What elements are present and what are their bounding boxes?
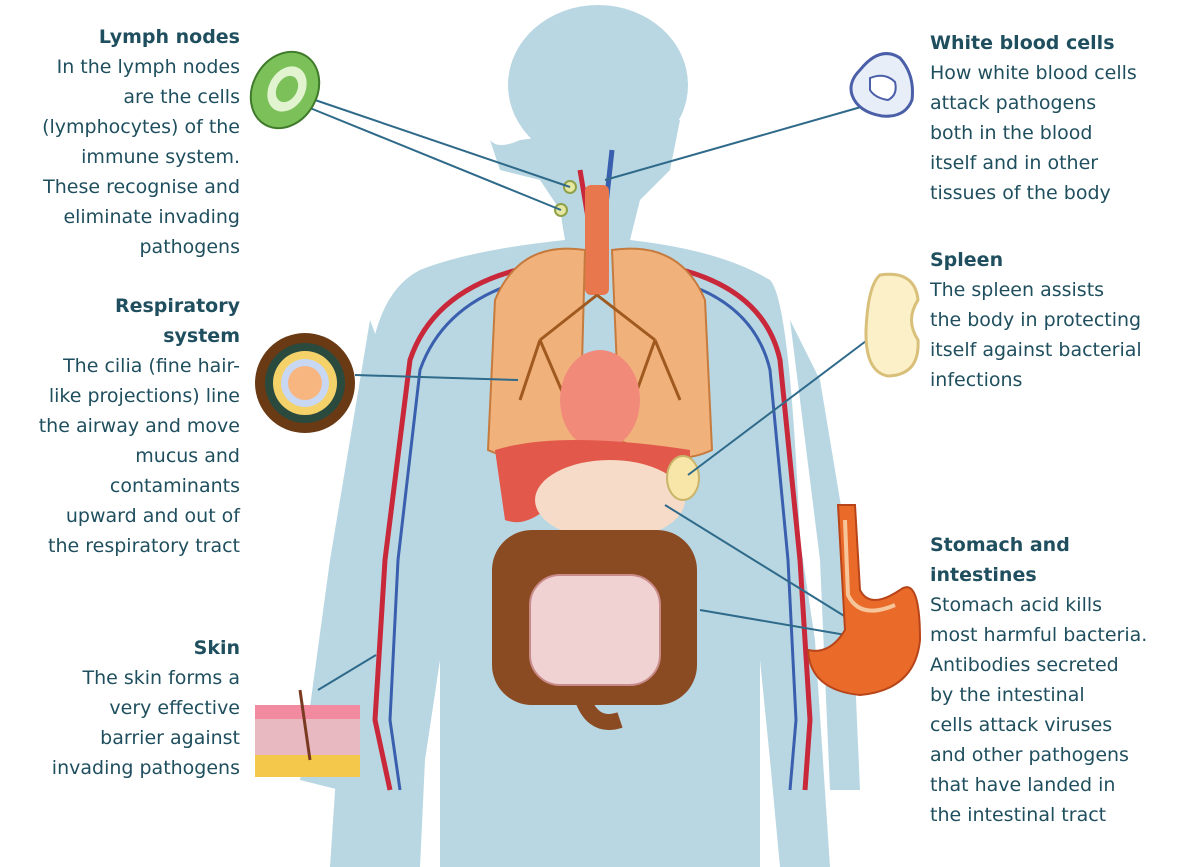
lymph-node-cell-icon: [237, 39, 332, 140]
stomach-intestines-title: Stomach and intestines: [930, 530, 1180, 590]
skin-description: The skin forms a very effective barrier …: [0, 663, 240, 783]
white-blood-cell-icon: [851, 54, 913, 117]
spleen-organ: [667, 456, 699, 500]
respiratory-system-title: Respiratory system: [0, 291, 240, 351]
skin-label: Skin The skin forms a very effective bar…: [0, 633, 240, 783]
stomach-intestines-description: Stomach acid kills most harmful bacteria…: [930, 590, 1180, 830]
spleen-label: Spleen The spleen assists the body in pr…: [930, 245, 1180, 395]
stomach-intestines-label: Stomach and intestines Stomach acid kill…: [930, 530, 1180, 830]
spleen-title: Spleen: [930, 245, 1180, 275]
airway-cross-section-icon: [255, 333, 355, 433]
intestines: [492, 530, 697, 722]
lymph-nodes-label: Lymph nodes In the lymph nodes are the c…: [0, 22, 240, 262]
skin-title: Skin: [0, 633, 240, 663]
respiratory-system-label: Respiratory system The cilia (fine hair-…: [0, 291, 240, 561]
spleen-icon: [866, 274, 918, 376]
trachea: [585, 185, 609, 295]
spleen-description: The spleen assists the body in protectin…: [930, 275, 1180, 395]
lymph-nodes-description: In the lymph nodes are the cells (lympho…: [0, 52, 240, 262]
white-blood-cells-label: White blood cells How white blood cells …: [930, 28, 1180, 208]
stomach-area: [535, 460, 685, 540]
heart: [560, 350, 640, 450]
white-blood-cells-title: White blood cells: [930, 28, 1180, 58]
lymph-nodes-title: Lymph nodes: [0, 22, 240, 52]
respiratory-system-description: The cilia (fine hair- like projections) …: [0, 351, 240, 561]
white-blood-cells-description: How white blood cells attack pathogens b…: [930, 58, 1180, 208]
